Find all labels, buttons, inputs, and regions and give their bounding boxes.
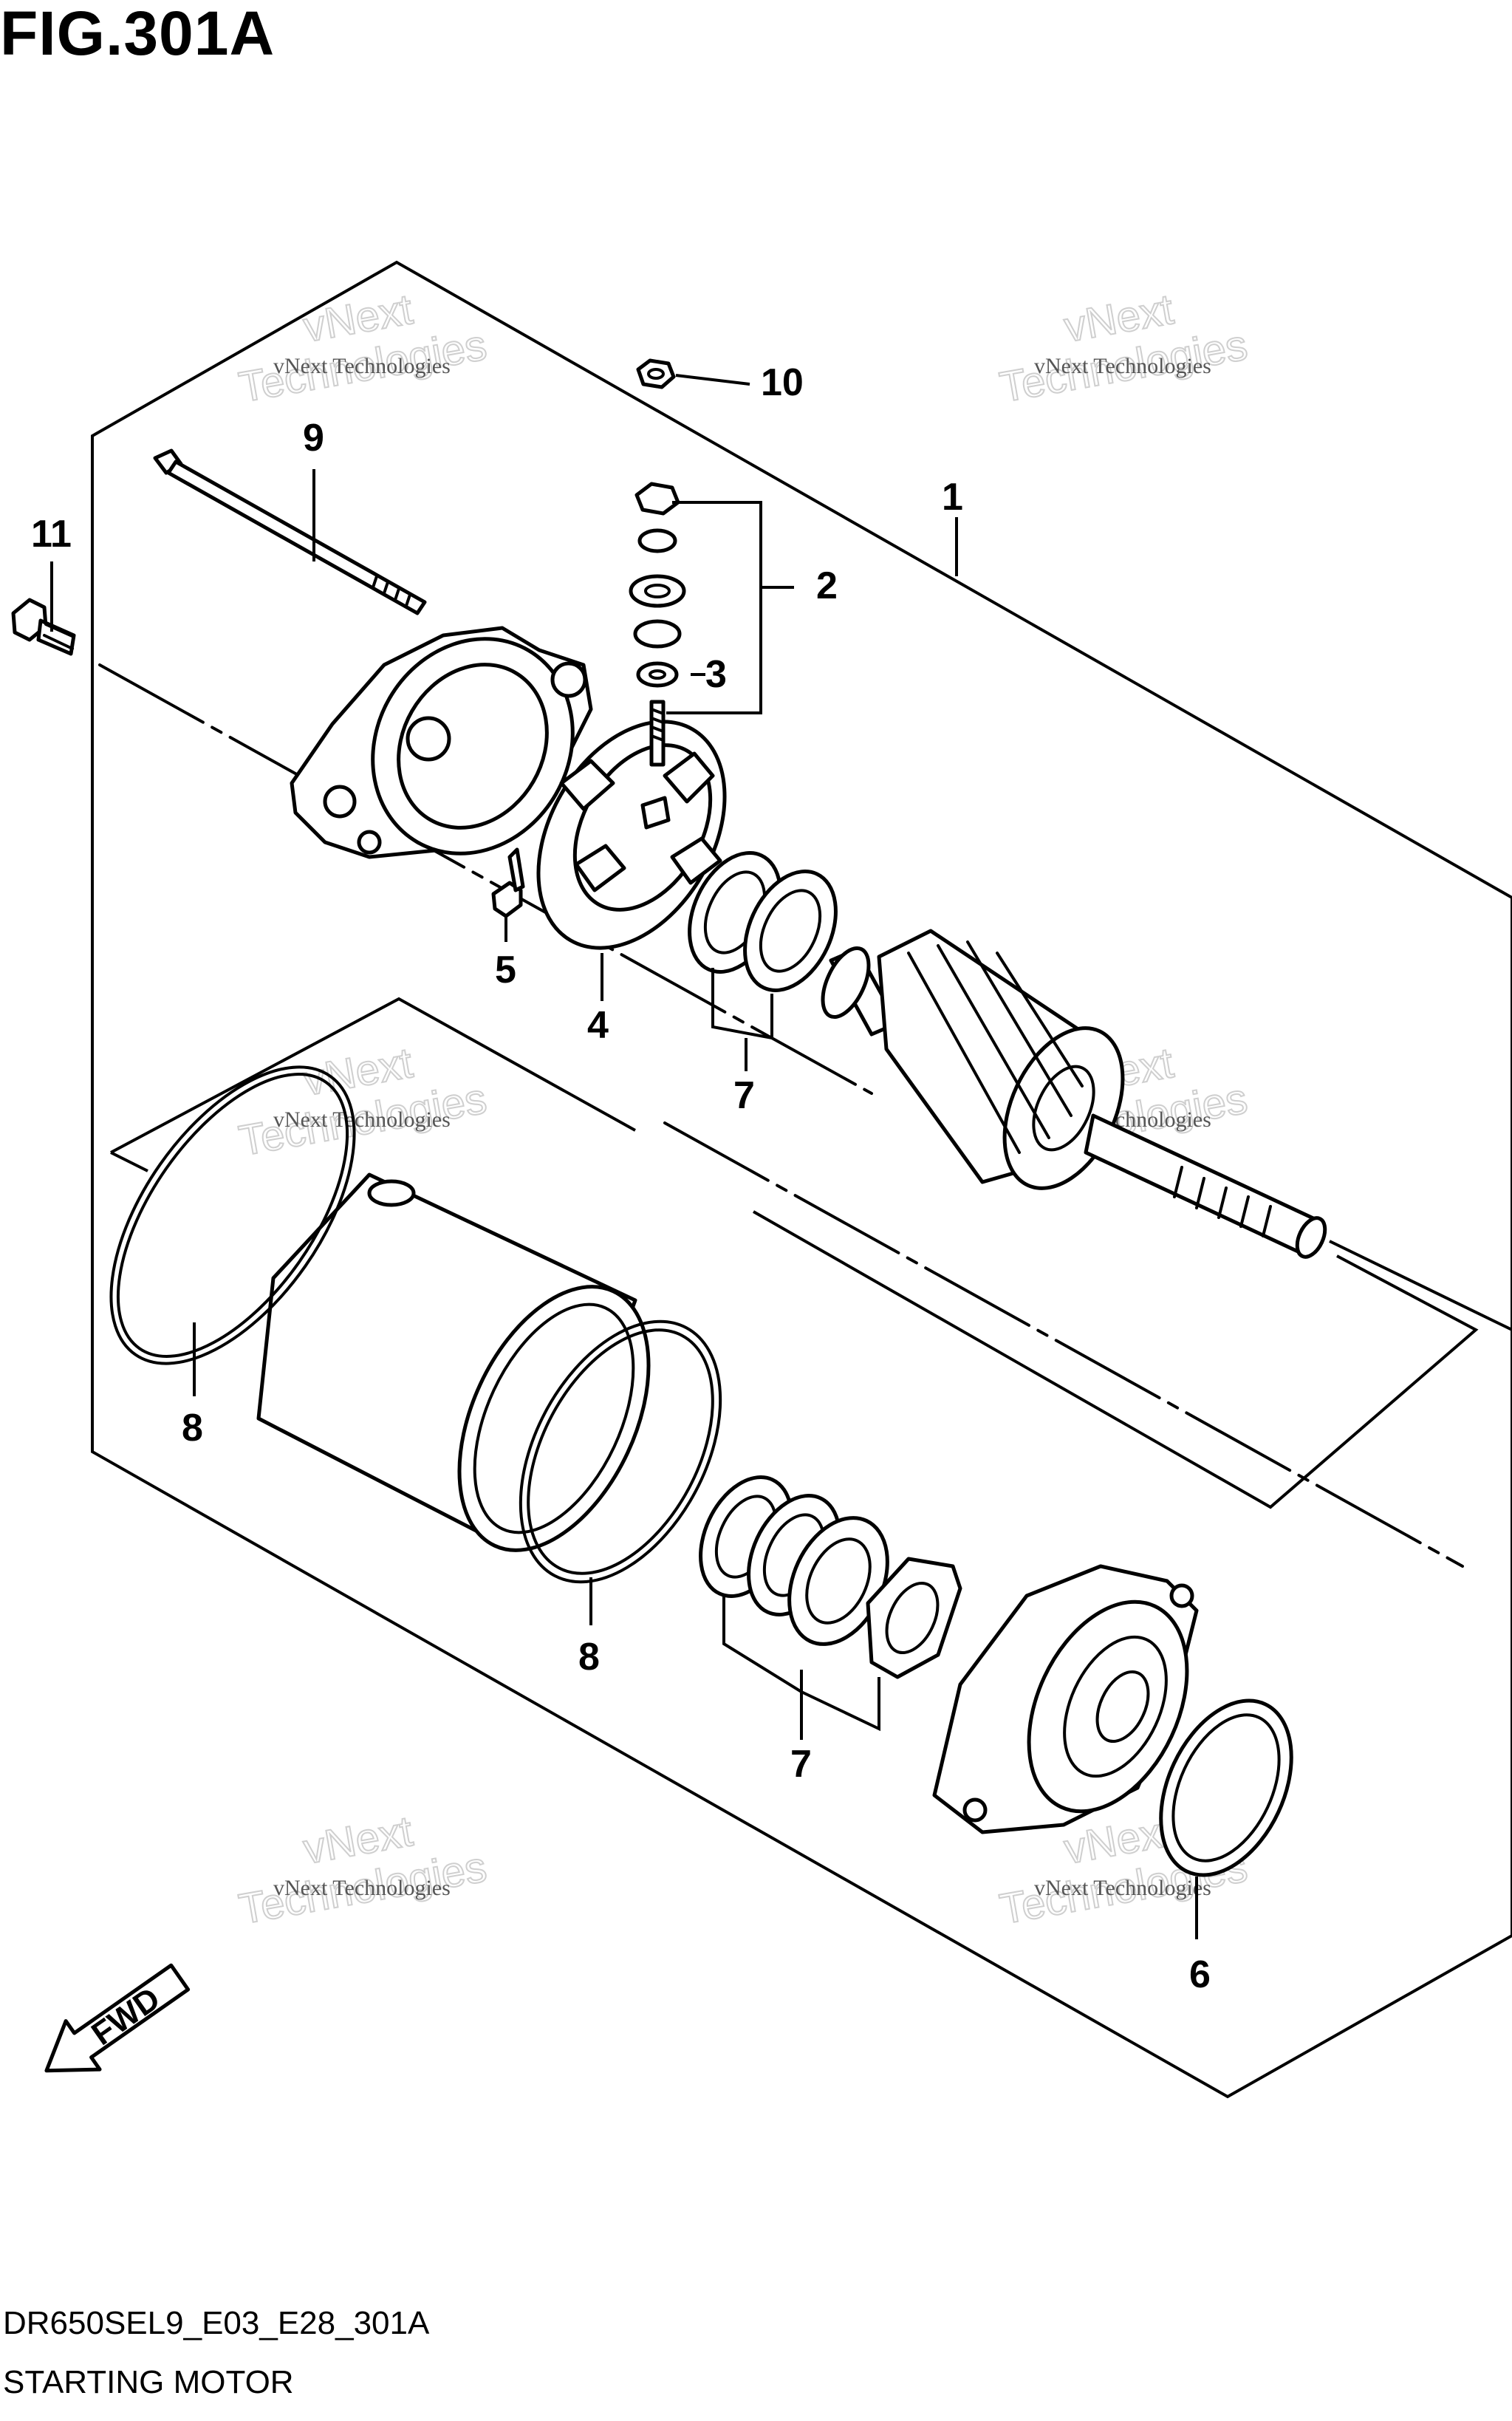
clip-part-5: [491, 847, 525, 918]
axis-line-lower: [663, 1121, 1464, 1568]
seal-part-6: [1159, 1698, 1293, 1877]
watermark-bottom-left: vNext Technologies vNext Technologies: [235, 1806, 491, 1934]
rear-end-cover: [290, 626, 593, 859]
svg-text:vNext Technologies: vNext Technologies: [1034, 354, 1211, 378]
drawing-code: DR650SEL9_E03_E28_301A: [3, 2305, 430, 2341]
callout-2: 2: [816, 564, 838, 607]
leader-lines: [50, 374, 1198, 1939]
washer-set-part-7-upper: [688, 851, 838, 992]
svg-text:vNext Technologies: vNext Technologies: [273, 354, 451, 378]
bolt-part-11: [11, 598, 76, 656]
assembly-frame: [91, 260, 1512, 2099]
callout-7-upper: 7: [733, 1074, 755, 1117]
callout-4: 4: [587, 1004, 609, 1047]
figure-name: STARTING MOTOR: [3, 2364, 294, 2400]
armature: [821, 929, 1327, 1259]
callout-labels: 1 2 3 4 5 6 7 7 8 8 9 10 11: [31, 361, 1211, 1996]
terminal-hardware-part-2: [629, 482, 686, 767]
inner-divider-frame: [110, 997, 1512, 1509]
callout-10: 10: [761, 361, 804, 404]
callout-3: 3: [705, 653, 727, 696]
svg-text:vNext Technologies: vNext Technologies: [273, 1876, 451, 1900]
callout-1: 1: [942, 476, 963, 519]
svg-text:vNext Technologies: vNext Technologies: [273, 1107, 451, 1132]
fwd-arrow: FWD: [44, 1963, 191, 2073]
svg-text:vNext Technologies: vNext Technologies: [1034, 1876, 1211, 1900]
callout-8-left: 8: [182, 1407, 203, 1449]
through-bolt-part-9: [153, 448, 427, 615]
watermark-top-right: vNext Technologies vNext Technologies: [996, 284, 1252, 412]
o-ring-part-8-left: [109, 1065, 356, 1365]
front-cover: [932, 1564, 1199, 1834]
brush-holder-part-4: [536, 720, 727, 950]
callout-5: 5: [495, 949, 516, 991]
callout-6: 6: [1189, 1953, 1211, 1996]
callout-7-lower: 7: [790, 1743, 812, 1786]
washer-set-part-7-lower: [699, 1475, 962, 1679]
axis-line-upper: [98, 663, 873, 1095]
callout-9: 9: [303, 417, 324, 460]
o-ring-part-8-right: [519, 1319, 722, 1584]
nut-part-10: [636, 358, 676, 389]
callout-8-right: 8: [578, 1636, 600, 1679]
figure-title: FIG.301A: [0, 0, 276, 68]
callout-11: 11: [31, 513, 72, 556]
watermark-mid-left: vNext Technologies vNext Technologies: [235, 1038, 491, 1166]
